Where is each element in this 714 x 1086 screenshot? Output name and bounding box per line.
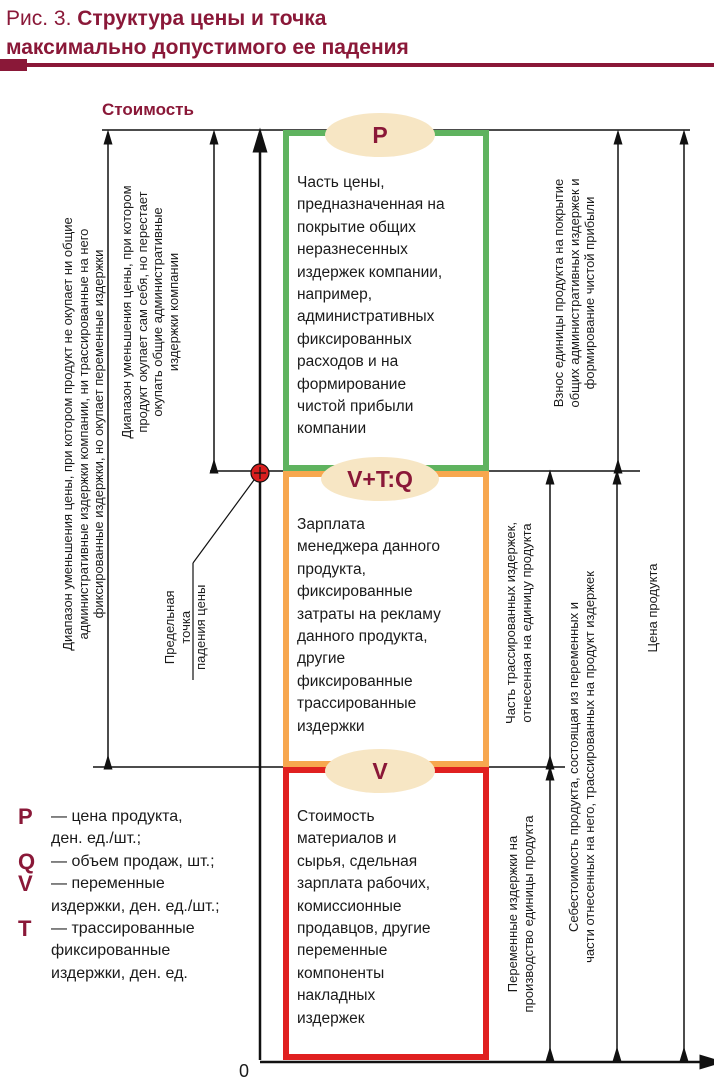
legend-symbol: P bbox=[18, 804, 33, 829]
legend-text: — объем продаж, шт.; bbox=[51, 852, 215, 870]
legend-symbol: T bbox=[18, 916, 32, 942]
limit-pointer-line bbox=[192, 479, 255, 564]
figure-title: Рис. 3. Структура цены и точка максималь… bbox=[6, 4, 706, 62]
y-axis-label: Стоимость bbox=[102, 100, 194, 119]
title-line-1: Структура цены и точка bbox=[77, 7, 327, 30]
legend-text: — трассированные фиксированные издержки,… bbox=[51, 920, 195, 982]
contribution-text: Взнос единицы продукта на покрытие общих… bbox=[551, 178, 597, 408]
legend-text: — цена продукта, ден. ед./шт.; bbox=[51, 808, 183, 848]
box-label-v: V bbox=[325, 749, 435, 793]
legend-item-v: V — переменные издержки, ден. ед./шт.; bbox=[18, 871, 268, 918]
price-text: Цена продукта bbox=[645, 563, 660, 653]
outer-range-text: Диапазон уменьшения цены, при котором пр… bbox=[60, 217, 106, 651]
origin-label: 0 bbox=[239, 1061, 250, 1081]
legend-item-t: T — трассированные фиксированные издержк… bbox=[18, 916, 268, 985]
title-rule bbox=[0, 59, 714, 71]
title-rule-tab bbox=[0, 59, 27, 71]
traced-text: Часть трассированных издержек, отнесенна… bbox=[503, 522, 534, 724]
box-label-vtq: V+T:Q bbox=[321, 457, 439, 501]
box-text-p: Часть цены, предназначенная на покрытие … bbox=[297, 174, 445, 438]
legend-text: — переменные издержки, ден. ед./шт.; bbox=[51, 875, 220, 915]
figure-number: Рис. 3. bbox=[6, 7, 72, 30]
title-line-2: максимально допустимого ее падения bbox=[6, 36, 409, 59]
legend-symbol: V bbox=[18, 871, 33, 897]
box-text-vtq: Зарплата менеджера данного продукта, фик… bbox=[297, 516, 441, 735]
limit-point-label: Предельная точка падения цены bbox=[161, 584, 208, 670]
legend-item-q: Q — объем продаж, шт.; bbox=[18, 848, 268, 874]
box-label-p: P bbox=[325, 113, 435, 157]
inner-range-text: Диапазон уменьшения цены, при котором пр… bbox=[119, 185, 181, 439]
box-text-v: Стоимость материалов и сырья, сдельная з… bbox=[297, 808, 431, 1027]
legend: P — цена продукта, ден. ед./шт.; Q — объ… bbox=[18, 804, 268, 985]
legend-item-p: P — цена продукта, ден. ед./шт.; bbox=[18, 804, 268, 851]
legend-symbol: Q bbox=[18, 848, 36, 874]
variable-text: Переменные издержки на производство един… bbox=[505, 815, 536, 1013]
cost-text: Себестоимость продукта, состоящая из пер… bbox=[566, 571, 597, 963]
